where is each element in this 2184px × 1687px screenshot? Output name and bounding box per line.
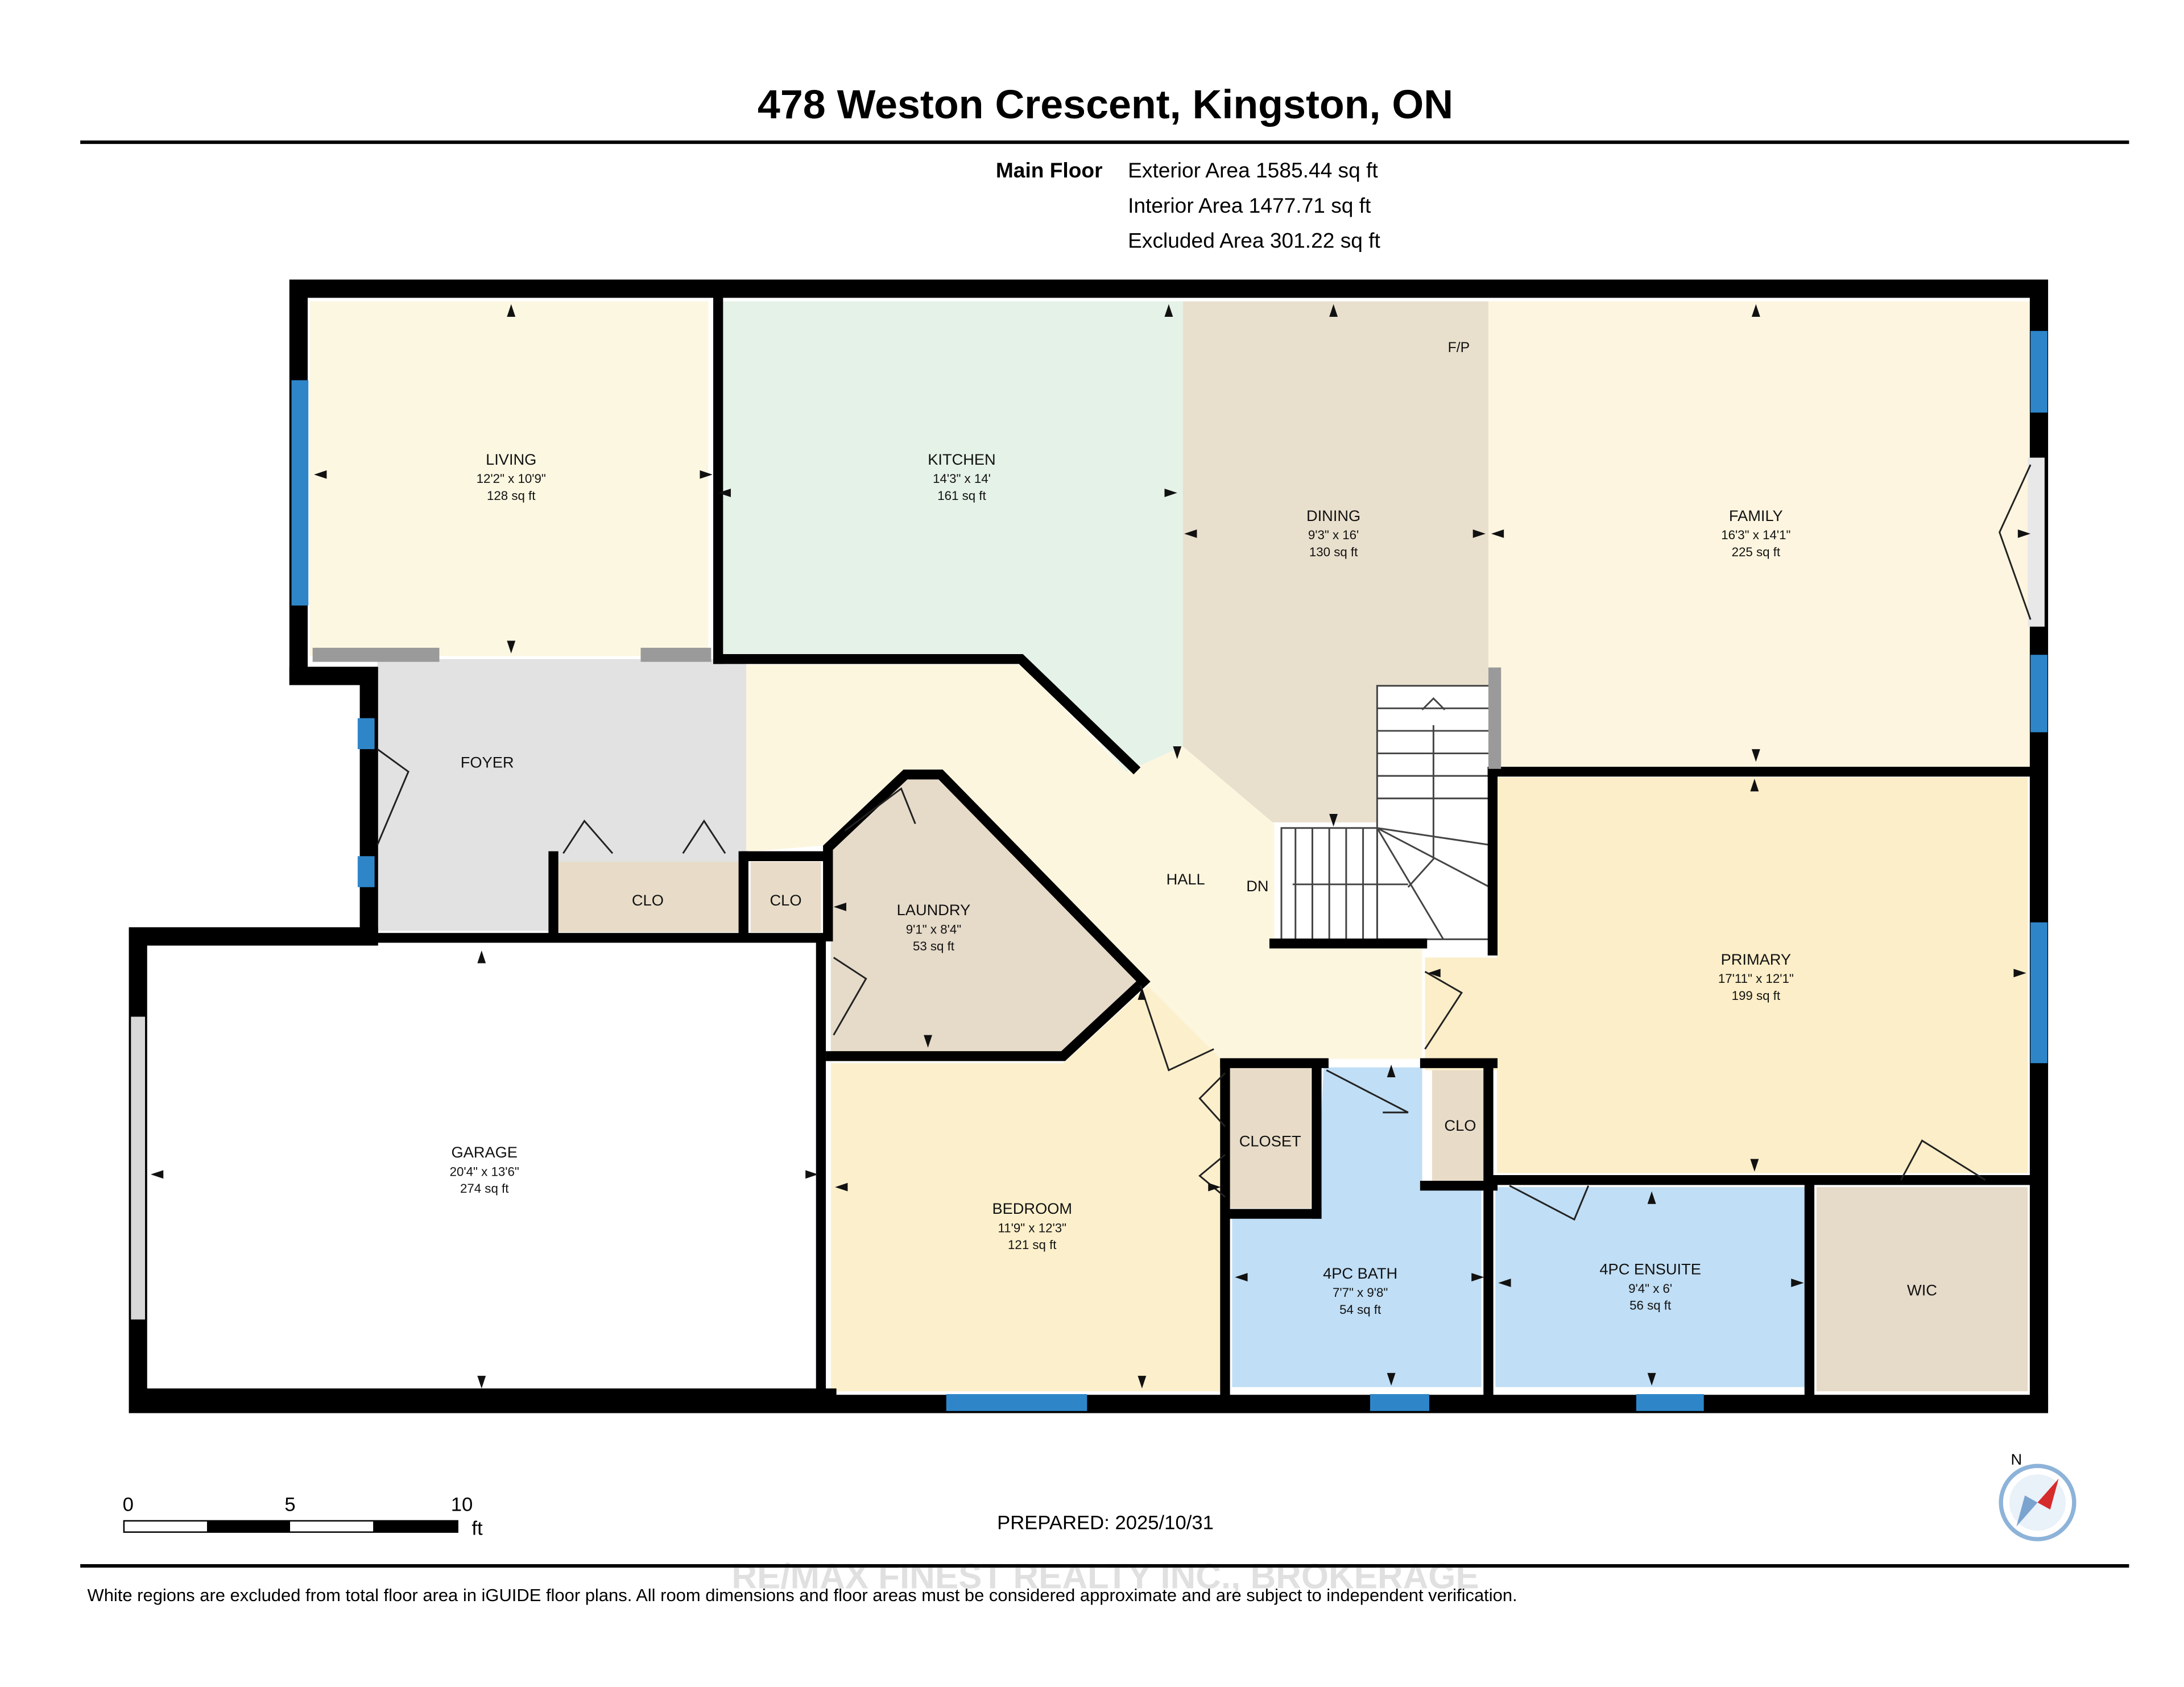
foyer-label: FOYER (461, 753, 514, 771)
dining-dims: 9'3" x 16' (1308, 528, 1359, 542)
prepared-date: PREPARED: 2025/10/31 (997, 1512, 1214, 1534)
dimension-arrows (150, 304, 2031, 1389)
closet-1-label: CLO (632, 891, 664, 909)
kitchen-area: 161 sq ft (937, 489, 986, 503)
living-half-wall-left (312, 647, 440, 662)
living-dims: 12'2" x 10'9" (477, 472, 546, 486)
laundry-area: 53 sq ft (913, 939, 955, 953)
closet-1-fill (556, 862, 739, 932)
ensuite-fill (1495, 1187, 1805, 1387)
scale-label-10: 10 (451, 1494, 473, 1516)
bedroom-fill (830, 986, 1225, 1392)
bedroom-label: BEDROOM (992, 1200, 1072, 1217)
primary-label: PRIMARY (1721, 950, 1792, 968)
interior-area: Interior Area 1477.71 sq ft (1128, 193, 1371, 217)
living-label: LIVING (486, 450, 536, 468)
compass-icon: N (1999, 1450, 2077, 1541)
family-room-fill (1488, 301, 2031, 771)
bedroom-dims: 11'9" x 12'3" (998, 1221, 1066, 1235)
exterior-area: Exterior Area 1585.44 sq ft (1128, 158, 1378, 182)
fireplace-label: F/P (1448, 340, 1470, 355)
dining-label: DINING (1306, 507, 1360, 524)
garage-label: GARAGE (451, 1143, 517, 1161)
bedroom-area: 121 sq ft (1008, 1238, 1057, 1252)
watermark: RE/MAX FINEST REALTY INC., BROKERAGE (731, 1557, 1479, 1597)
closet-2-fill (750, 862, 821, 932)
garage-dims: 20'4" x 13'6" (450, 1164, 519, 1179)
ensuite-label: 4PC ENSUITE (1599, 1260, 1701, 1278)
kitchen-label: KITCHEN (928, 450, 995, 468)
excluded-area: Excluded Area 301.22 sq ft (1128, 229, 1380, 253)
wic-label: WIC (1907, 1281, 1937, 1299)
closet-fill (1229, 1067, 1311, 1209)
windows (291, 330, 2048, 1411)
dining-area: 130 sq ft (1309, 545, 1358, 559)
family-label: FAMILY (1729, 507, 1783, 524)
staircase (1280, 685, 1491, 942)
family-dims: 16'3" x 14'1" (1721, 528, 1790, 542)
kitchen-fill (718, 301, 1183, 772)
stair-half-wall (1488, 667, 1502, 769)
door-swings (377, 464, 2032, 1221)
primary-dims: 17'11" x 12'1" (1718, 971, 1794, 986)
living-half-wall-right (640, 647, 712, 662)
bath-label: 4PC BATH (1323, 1264, 1397, 1282)
stair-down-label: DN (1246, 877, 1268, 895)
closet-3-label: CLO (1444, 1117, 1476, 1134)
closet-3-fill (1432, 1070, 1488, 1183)
kitchen-dims: 14'3" x 14' (933, 472, 991, 486)
scale-unit: ft (471, 1518, 483, 1540)
laundry-fill (830, 771, 1141, 1053)
floor-label: Main Floor (996, 158, 1103, 182)
family-area: 225 sq ft (1732, 545, 1781, 559)
scale-label-5: 5 (284, 1494, 295, 1516)
primary-bedroom-fill (1425, 777, 2028, 1173)
bath-dims: 7'7" x 9'8" (1333, 1285, 1388, 1300)
bath-fill (1232, 1067, 1482, 1387)
walk-in-closet-fill (1816, 1187, 2028, 1392)
compass-north-label: N (2011, 1450, 2022, 1468)
garage-area: 274 sq ft (460, 1181, 509, 1196)
family-patio-door (2028, 457, 2045, 627)
closet-label: CLOSET (1239, 1132, 1301, 1150)
footer-disclaimer: White regions are excluded from total fl… (88, 1585, 1517, 1605)
scale-bar: 0 5 10 ft (123, 1494, 483, 1540)
page-title: 478 Weston Crescent, Kingston, ON (758, 82, 1453, 127)
bath-area: 54 sq ft (1339, 1303, 1381, 1317)
living-area: 128 sq ft (487, 489, 536, 503)
hall-label: HALL (1167, 870, 1205, 888)
hall-fill (746, 664, 1422, 1059)
laundry-dims: 9'1" x 8'4" (906, 922, 961, 936)
closet-2-label: CLO (770, 891, 802, 909)
ensuite-dims: 9'4" x 6' (1628, 1281, 1672, 1296)
scale-label-0: 0 (123, 1494, 134, 1516)
living-room-fill (309, 301, 709, 656)
primary-area: 199 sq ft (1732, 989, 1781, 1003)
laundry-label: LAUNDRY (897, 901, 971, 919)
ensuite-area: 56 sq ft (1629, 1298, 1672, 1312)
garage-fill (147, 943, 821, 1392)
garage-door (131, 1016, 146, 1320)
